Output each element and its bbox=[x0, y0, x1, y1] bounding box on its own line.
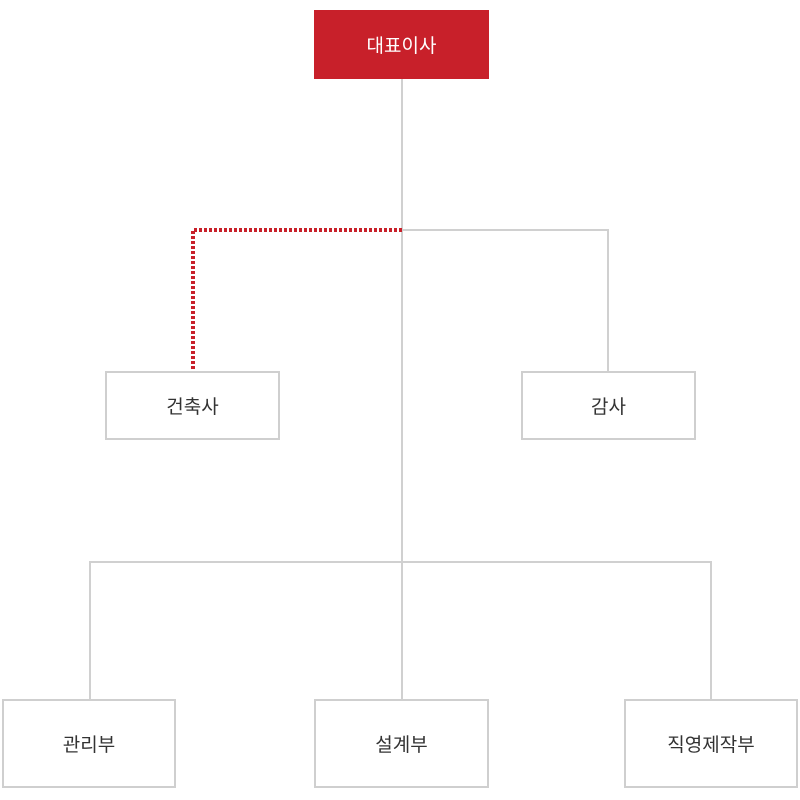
design-department-node: 설계부 bbox=[314, 699, 489, 788]
architect-node: 건축사 bbox=[105, 371, 280, 440]
fabrication-department-node: 직영제작부 bbox=[624, 699, 798, 788]
architect-label: 건축사 bbox=[166, 396, 219, 418]
departments-connector bbox=[89, 561, 712, 699]
audit-connector bbox=[402, 229, 609, 371]
architect-connector bbox=[191, 228, 402, 371]
ceo-label: 대표이사 bbox=[366, 35, 437, 57]
fabrication-department-label: 직영제작부 bbox=[667, 734, 755, 756]
audit-label: 감사 bbox=[591, 396, 626, 418]
design-department-label: 설계부 bbox=[375, 734, 428, 756]
ceo-node: 대표이사 bbox=[314, 10, 489, 79]
audit-node: 감사 bbox=[521, 371, 696, 440]
admin-department-label: 관리부 bbox=[62, 734, 116, 756]
admin-department-node: 관리부 bbox=[2, 699, 176, 788]
